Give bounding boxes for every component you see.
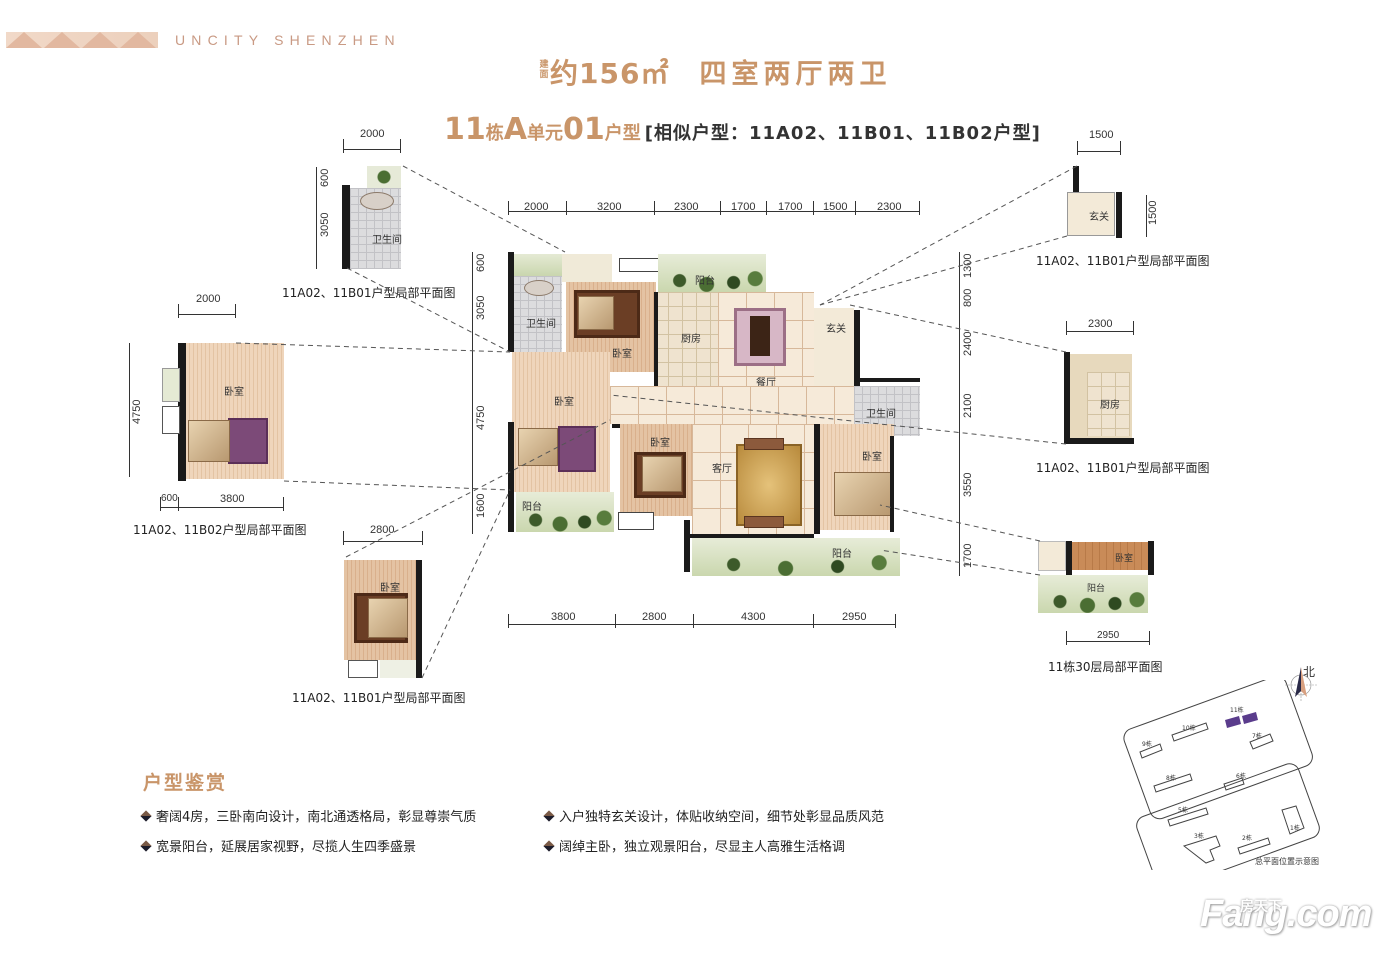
similar-units: [相似户型：11A02、11B01、11B02户型] [644, 123, 1041, 144]
dining-room [718, 292, 814, 392]
site-map-caption: 总平面位置示意图 [1255, 857, 1319, 866]
detail-title-entrance: 11A02、11B01户型局部平面图 [1036, 254, 1210, 268]
area-prefix: 建面 [539, 60, 549, 80]
svg-text:5栋: 5栋 [1178, 806, 1188, 814]
balcony-south [692, 538, 900, 576]
detail-title-bedroom-left: 11A02、11B02户型局部平面图 [133, 523, 307, 537]
label-bedroom-middle: 卧室 [650, 438, 670, 449]
feature-item: 入户独特玄关设计，体贴收纳空间，细节处彰显品质风范 [543, 806, 884, 825]
bathroom-1 [512, 276, 562, 352]
living-room [692, 424, 816, 534]
label-entrance: 玄关 [826, 324, 846, 335]
north-compass-icon [1285, 667, 1317, 701]
balcony-north [658, 254, 766, 292]
label-living: 客厅 [712, 464, 732, 475]
brand-pattern-band [6, 32, 158, 48]
label-bathroom-1: 卫生间 [526, 319, 556, 330]
svg-text:6栋: 6栋 [1236, 772, 1246, 780]
bathroom-planter [512, 254, 562, 276]
label-balcony-southwest: 阳台 [522, 502, 542, 513]
svg-text:2栋: 2栋 [1242, 834, 1252, 842]
site-plan-map: 11栋 10栋 9栋 7栋 8栋 6栋 5栋 3栋 2栋 1栋 [1123, 680, 1320, 870]
fang-logo-watermark: Fang.com [1200, 893, 1372, 935]
detail-title-kitchen: 11A02、11B01户型局部平面图 [1036, 461, 1210, 475]
label-balcony-south: 阳台 [832, 549, 852, 560]
label-bedroom-master: 卧室 [612, 349, 632, 360]
feature-item: 奢阔4房，三卧南向设计，南北通透格局，彰显尊崇气质 [140, 806, 476, 825]
svg-text:7栋: 7栋 [1252, 732, 1262, 740]
label-bathroom-2: 卫生间 [866, 409, 896, 420]
diamond-bullet-icon [543, 840, 555, 852]
brand-name: UNCITY SHENZHEN [175, 32, 401, 48]
label-balcony-north: 阳台 [695, 276, 715, 287]
detail-title-bedroom-bottom: 11A02、11B01户型局部平面图 [292, 691, 466, 705]
detail-title-bathroom: 11A02、11B01户型局部平面图 [282, 286, 456, 300]
label-dining: 餐厅 [756, 378, 776, 389]
ac-unit-2 [618, 512, 654, 530]
svg-text:1栋: 1栋 [1290, 824, 1300, 832]
kitchen [654, 292, 718, 386]
feature-item: 宽景阳台，延展居家视野，尽揽人生四季盛景 [140, 836, 416, 855]
svg-text:9栋: 9栋 [1142, 740, 1152, 748]
north-label: 北 [1303, 665, 1316, 679]
diamond-bullet-icon [140, 840, 152, 852]
area-value: 约156㎡ [550, 57, 670, 90]
diamond-bullet-icon [543, 810, 555, 822]
storage-area [562, 254, 612, 282]
fang-logo-cn: 房天下 [1240, 899, 1282, 915]
balcony-southwest [516, 492, 614, 532]
bedroom-east [820, 424, 894, 530]
label-kitchen: 厨房 [681, 334, 701, 345]
label-bedroom-east: 卧室 [862, 452, 882, 463]
bedroom-middle [620, 424, 692, 516]
main-floor-plan: 卫生间 卧室 阳台 厨房 餐厅 玄关 卧室 卧室 客厅 卫生间 卧室 阳台 [508, 250, 920, 578]
bedroom-master [566, 282, 656, 372]
room-layout: 四室两厅两卫 [699, 59, 892, 90]
label-bedroom-west: 卧室 [554, 397, 574, 408]
svg-text:8栋: 8栋 [1166, 774, 1176, 782]
bedroom-west [512, 352, 610, 492]
feature-item: 阔绰主卧，独立观景阳台，尽显主人高雅生活格调 [543, 836, 845, 855]
detail-title-30f: 11栋30层局部平面图 [1048, 660, 1163, 674]
unit-title: 11栋A单元01户型[相似户型：11A02、11B01、11B02户型] [444, 112, 1041, 147]
svg-text:11栋: 11栋 [1230, 706, 1244, 714]
svg-text:10栋: 10栋 [1182, 724, 1196, 732]
features-title: 户型鉴赏 [143, 772, 228, 794]
entrance-hall [814, 308, 854, 388]
svg-text:3栋: 3栋 [1194, 832, 1204, 840]
diamond-bullet-icon [140, 810, 152, 822]
